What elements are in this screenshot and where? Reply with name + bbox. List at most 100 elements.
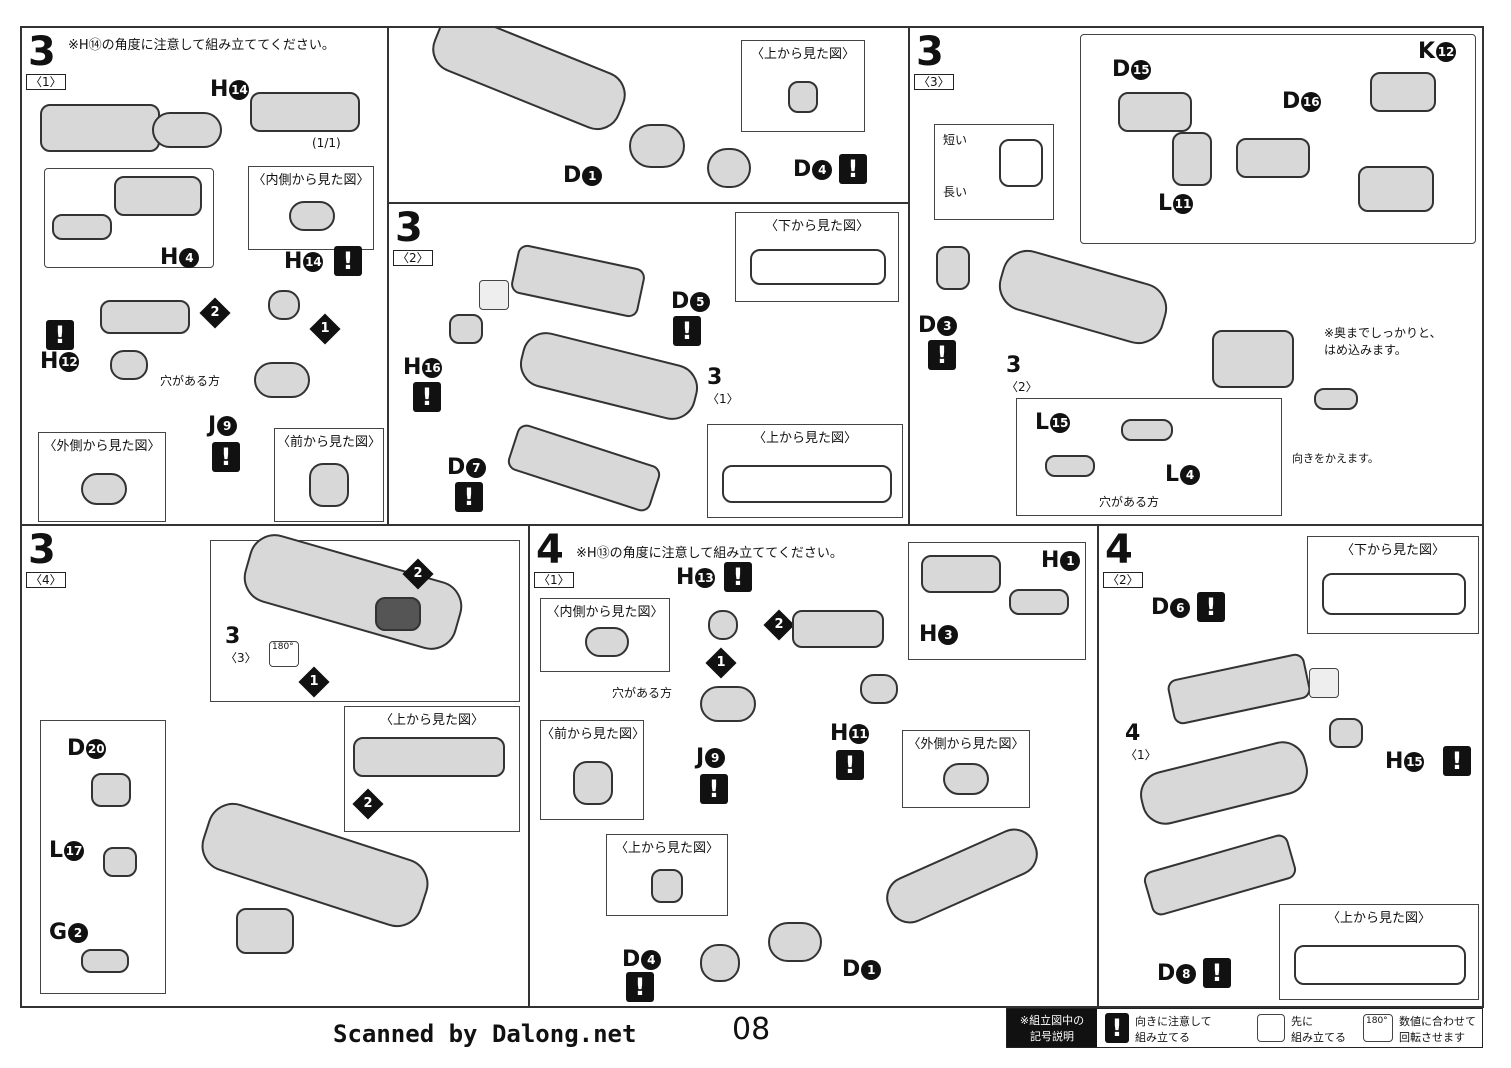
ref-step-4-1: 4 [1125,721,1141,746]
turn-note: 向きをかえます。 [1292,452,1379,465]
part-d8 [1141,832,1299,918]
ref-substep: 〈1〉 [1125,748,1157,762]
substep-label: 〈2〉 [1103,572,1143,588]
part-l15 [1045,455,1095,477]
panel-3-1: 3 〈1〉 ※H⑭の角度に注意して組み立ててください。 H14 (1/1) H2… [20,26,389,526]
hole-side-label: 穴がある方 [612,686,673,700]
detail-box-rotate: 3 〈3〉 180° 1 2 [210,528,520,702]
substep-label: 〈1〉 [26,74,66,90]
part-bottom-view [1322,573,1466,615]
warning-icon: ! [724,562,752,592]
view-bottom: 〈下から見た図〉 [735,212,899,302]
part-barrel-body [992,243,1174,351]
part-h1 [1009,589,1069,615]
view-bottom: 〈下から見た図〉 [1307,536,1479,634]
part-j9 [700,686,756,722]
step-number: 4 [536,527,564,573]
warning-icon: ! [334,246,362,276]
step-1-icon: 1 [309,313,341,345]
part-k12 [1370,72,1436,112]
press-note: ※奥までしっかりと、 はめ込みます。 [1324,326,1442,357]
view-top: 〈上から見た図〉 2 [344,706,520,832]
part-h11 [860,674,898,704]
view-short-long: 短い 長い [934,124,1054,220]
substep-label: 〈4〉 [26,572,66,588]
part-g2 [81,949,129,973]
view-top: 〈上から見た図〉 [741,40,865,132]
part-arm-assembly [1134,736,1314,830]
part-d4 [700,944,740,982]
part-l4-small [1314,388,1358,410]
part-bottom-view [750,249,886,285]
warning-icon: ! [626,972,654,1002]
view-outside: 〈外側から見た図〉 [38,432,166,522]
legend: ※組立図中の 記号説明 ! 向きに注意して 組み立てる 先に 組み立てる 180… [1006,1008,1483,1048]
angle-note: ※H⑭の角度に注意して組み立ててください。 [68,38,335,53]
part-d3-dark [375,597,421,631]
hole-side-label: 穴がある方 [1099,495,1160,509]
part-inside-view [289,201,335,231]
part-outside-view [943,763,989,795]
part-h2-frame [114,176,202,216]
step-2-icon: 2 [199,297,231,329]
part-d7 [505,421,663,515]
part-d5 [509,243,647,319]
part-outside-view [81,473,127,505]
step-1-icon: 1 [705,647,737,679]
rotate-180-icon: 180° [269,641,299,667]
view-front: 〈前から見た図〉 [540,720,645,820]
view-top: 〈上から見た図〉 [606,834,728,916]
part-h12 [110,350,148,380]
part-top-view [1294,945,1466,985]
view-front: 〈前から見た図〉 [274,428,384,522]
part-front-view [309,463,349,507]
part-h2 [52,214,112,240]
part-barrel-rotate [237,528,469,656]
legend-warning-icon: ! [1105,1013,1129,1043]
part-d1 [629,124,685,168]
part-d3-view [999,139,1043,187]
step-number: 3 [28,527,56,573]
part-h15 [1329,718,1363,748]
step-1-icon: 1 [298,666,330,698]
warning-icon: ! [1197,592,1225,622]
ref-substep: 〈2〉 [1006,380,1038,394]
part-frame-h14 [40,104,160,152]
part-k12-assembled [1358,166,1434,212]
part-top-view [353,737,505,777]
scanned-by-credit: Scanned by Dalong.net [333,1020,637,1048]
step-number: 4 [1105,527,1133,573]
part-h3-assembly [792,610,884,648]
substep-label: 〈1〉 [534,572,574,588]
part-h3 [921,555,1001,593]
warning-icon: ! [1443,746,1471,776]
first-assemble-icon [1309,668,1339,698]
step-number: 3 [395,205,423,251]
ref-step-3-1: 3 [707,365,723,390]
angle-note: ※H⑬の角度に注意して組み立ててください。 [576,546,843,561]
legend-first-icon [1257,1014,1285,1042]
legend-warning-text: 向きに注意して 組み立てる [1135,1015,1212,1044]
part-d15 [1118,92,1192,132]
legend-rotate-icon: 180° [1363,1014,1393,1042]
